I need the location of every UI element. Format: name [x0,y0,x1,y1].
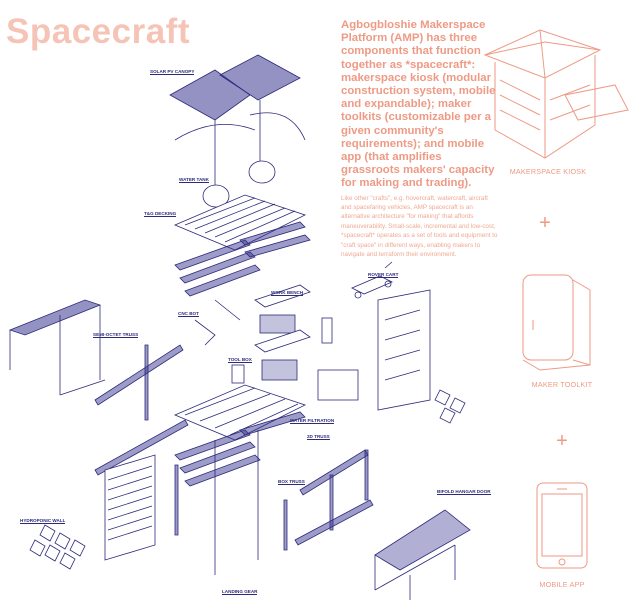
tg-decking [173,194,307,251]
makerspace-kiosk-illustration [483,29,629,159]
caption-makerspace-kiosk: MAKERSPACE KIOSK [509,167,587,176]
plus-separator: + [556,430,568,452]
label-bifold-hangar-door: BIFOLD HANGAR DOOR [437,489,491,495]
maker-toolkit-illustration [522,274,591,371]
workbench-and-toolbox [231,284,311,384]
label-solar-pv-canopy: SOLAR PV CANOPY [150,69,195,75]
hydroponic-wall-left [29,524,86,570]
label-semi-octet-truss: SEMI-OCTET TRUSS [93,332,139,338]
label-tool-box: TOOL BOX [228,357,252,363]
hydroponic-wall-right [317,289,466,424]
label-water-tank: WATER TANK [179,177,209,183]
cnc-bot [194,299,241,346]
caption-maker-toolkit: MAKER TOOLKIT [531,380,593,389]
lead-paragraph: Agbogbloshie Makerspace Platform (AMP) h… [341,19,496,190]
solar-pv-canopy [169,54,306,190]
label-hydroponic-wall: HYDROPONIC WALL [20,518,66,524]
roll-door-panel [104,454,156,561]
label-water-filtration: WATER FILTRATION [290,418,335,424]
page-title: Spacecraft [6,12,190,51]
caption-mobile-app: MOBILE APP [539,580,585,589]
semi-octet-truss-left [8,299,106,396]
mobile-phone-icon [536,482,588,569]
water-tank [202,160,276,208]
rover-cart [351,261,393,299]
body-paragraph: Like other "crafts", e.g. hovercraft, wa… [341,194,498,259]
label-2d-truss: 2D TRUSS [307,434,330,440]
label-box-truss: BOX TRUSS [278,479,305,485]
intro-text-column: Agbogbloshie Makerspace Platform (AMP) h… [341,19,499,259]
plus-separator: + [539,212,551,234]
floor-beams [174,221,311,297]
label-work-bench: WORK BENCH [271,290,304,296]
label-cnc-bot: CNC BOT [178,311,199,317]
bifold-hangar-door [374,509,471,600]
label-rover-cart: ROVER CART [368,272,399,278]
vertical-trusses [94,344,374,551]
label-tg-decking: T&G DECKING [144,211,177,217]
label-landing-gear: LANDING GEAR [222,589,258,595]
lower-decking [173,384,307,575]
